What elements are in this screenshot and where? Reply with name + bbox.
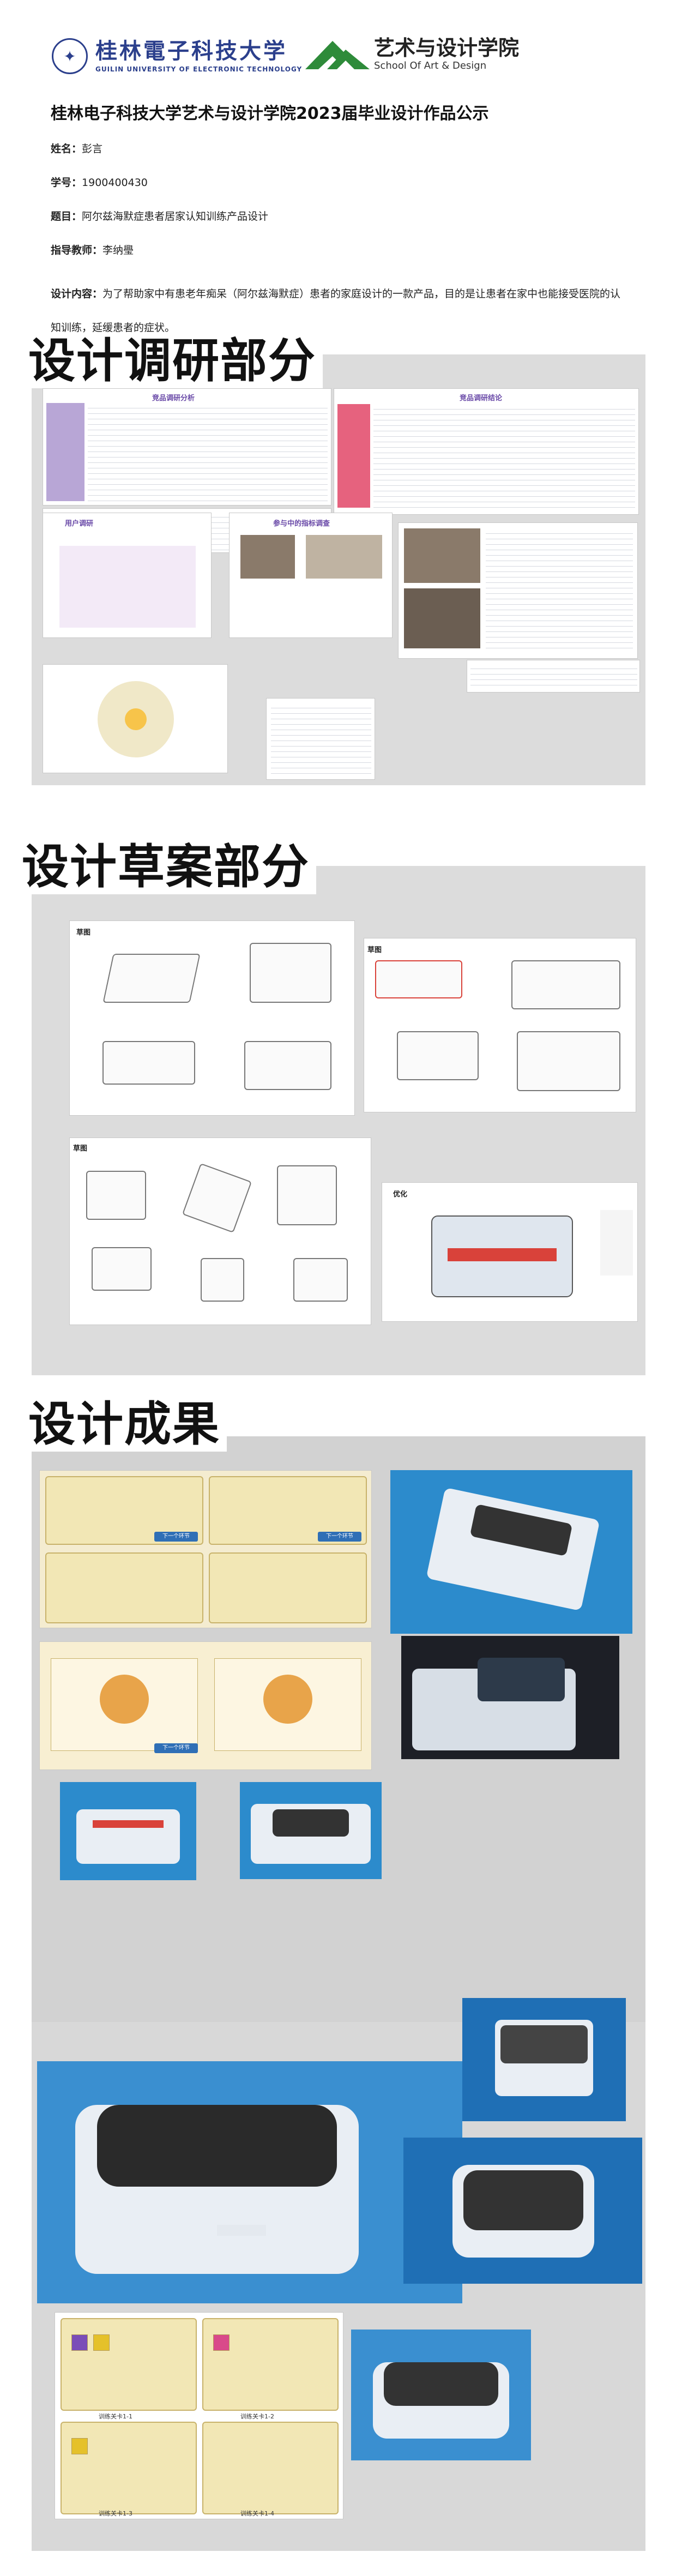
section-title-result: 设计成果 [28,1397,227,1452]
showcase-render-main [37,2061,462,2303]
research-panel-conclusion: 竞品调研结论 [334,388,639,515]
school-mountain-icon [305,40,370,69]
level-label-2: 训练关卡1-2 [240,2413,274,2420]
university-name-en: GUILIN UNIVERSITY OF ELECTRONIC TECHNOLO… [95,65,303,73]
level-label-4: 训练关卡1-4 [240,2510,274,2517]
research-panel-index: 参与中的指标调查 [229,513,393,638]
next-step-button-3[interactable]: 下一个环节 [154,1743,198,1753]
research-panel-photos [398,522,638,659]
sketch-panel-d: 优化 [382,1182,638,1322]
showcase-levels: 训练关卡1-1 训练关卡1-2 训练关卡1-3 训练关卡1-4 [55,2312,343,2519]
sketch-panel-b: 草图 [364,938,636,1112]
research-panel-persona [43,664,228,773]
render-device-dark-1 [401,1636,619,1759]
next-step-button-2[interactable]: 下一个环节 [318,1532,361,1542]
showcase-render-side [351,2330,531,2460]
university-seal-icon: ✦ [52,38,88,74]
research-panel-table [467,660,640,693]
sketch-panel-c: 草图 [69,1137,371,1325]
result-ui-cat: 下一个环节 [39,1641,372,1770]
page-header: ✦ 桂林電子科技大学 GUILIN UNIVERSITY OF ELECTRON… [0,0,676,87]
research-panel-user: 用户调研 [43,513,212,638]
section-title-sketch: 设计草案部分 [22,840,316,894]
research-panel-form [266,698,375,780]
render-device-blue-1 [390,1470,632,1634]
showcase-render-top [403,2138,642,2284]
university-logo: ✦ 桂林電子科技大学 GUILIN UNIVERSITY OF ELECTRON… [52,38,302,74]
research-panel-competitor: 竞品调研分析 [43,388,331,505]
info-content: 设计内容：为了帮助家中有患老年痴呆（阿尔兹海默症）患者的家庭设计的一款产品，目的… [51,288,621,334]
info-advisor: 指导教师：李纳璺 [51,244,134,256]
info-name: 姓名：彭言 [51,143,103,155]
level-label-1: 训练关卡1-1 [99,2413,132,2420]
render-device-blue-3 [240,1782,382,1879]
section-title-research: 设计调研部分 [28,334,323,388]
next-step-button-1[interactable]: 下一个环节 [154,1532,198,1542]
page-title: 桂林电子科技大学艺术与设计学院2023届毕业设计作品公示 [51,104,489,123]
showcase-render-open [462,1998,626,2121]
school-logo: 艺术与设计学院 School Of Art & Design [305,36,519,71]
result-ui-grid: 下一个环节 下一个环节 [39,1470,372,1628]
info-topic: 题目：阿尔兹海默症患者居家认知训练产品设计 [51,210,269,222]
sketch-panel-a: 草图 [69,920,355,1116]
level-label-3: 训练关卡1-3 [99,2510,132,2517]
school-name-cn: 艺术与设计学院 [374,36,520,60]
info-student-id: 学号：1900400430 [51,177,148,189]
university-name-cn: 桂林電子科技大学 [95,38,287,64]
school-name-en: School Of Art & Design [374,60,487,71]
render-device-blue-2 [60,1782,196,1880]
